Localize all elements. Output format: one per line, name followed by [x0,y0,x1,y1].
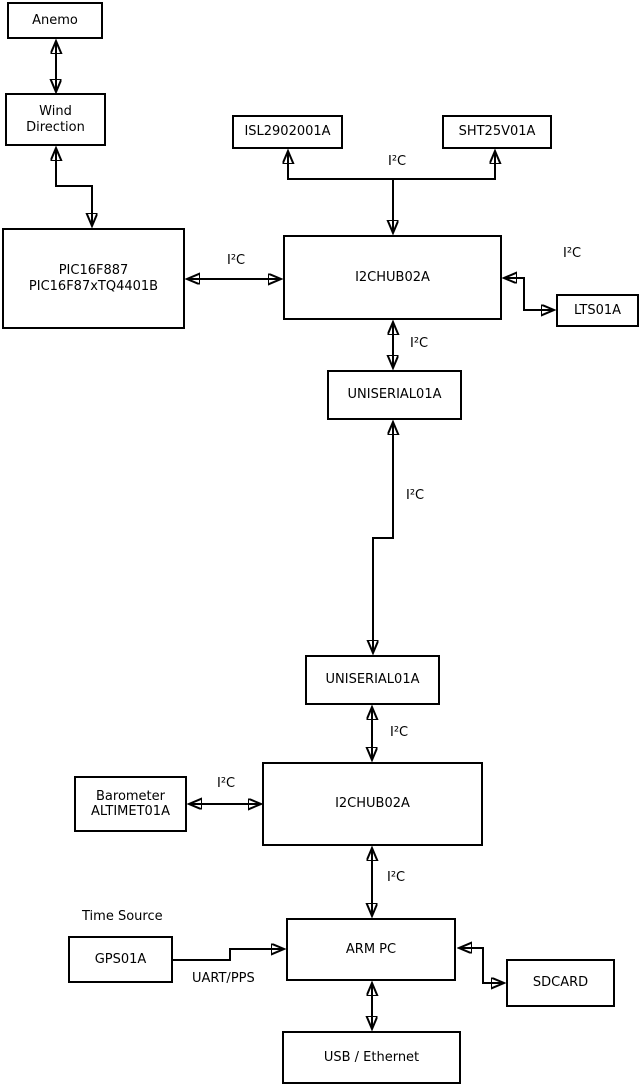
edge-label-i2c-sensors-bus: I²C [388,154,407,169]
node-isl2902001a-label: ISL2902001A [244,124,331,140]
edge-hub-upper-lts01a [504,278,554,310]
node-i2chub-lower: I2CHUB02A [262,762,483,846]
node-arm-pc-label: ARM PC [345,941,397,957]
edge-label-i2c-hub-uniserial: I²C [410,336,429,351]
node-pic16f887-label-line2: PIC16F87xTQ4401B [28,278,159,294]
node-gps01a-label: GPS01A [94,951,147,967]
node-uniserial-lower: UNISERIAL01A [305,655,440,705]
edge-label-i2c-hub-lts: I²C [563,246,582,261]
node-gps01a: GPS01A [68,936,173,983]
edge-label-i2c-hub2-armpc: I²C [387,870,406,885]
node-pic16f887-label-line1: PIC16F887 [58,263,129,279]
edge-wind-direction-pic [56,148,92,226]
node-i2chub-lower-label: I2CHUB02A [335,796,410,812]
node-barometer-label-line2: ALTIMET01A [91,804,170,819]
node-uniserial-upper-label: UNISERIAL01A [347,387,442,403]
edge-armpc-sdcard [459,948,504,983]
node-sdcard: SDCARD [506,959,615,1007]
node-i2chub-upper: I2CHUB02A [283,235,502,320]
node-sht25v01a: SHT25V01A [442,115,552,149]
edge-label-i2c-uniserial-hub2: I²C [390,725,409,740]
node-anemo-label: Anemo [32,12,78,28]
node-anemo: Anemo [7,2,103,39]
node-lts01a: LTS01A [556,294,639,327]
node-wind-direction-label-line2: Direction [26,119,85,135]
node-lts01a-label: LTS01A [573,302,622,318]
node-arm-pc: ARM PC [286,918,456,981]
edge-i2c-bus-isl-sht [288,151,495,180]
edge-label-uart-pps: UART/PPS [192,971,255,986]
edge-gps-armpc [173,949,284,961]
node-sht25v01a-label: SHT25V01A [458,124,536,140]
node-usb-ethernet-label: USB / Ethernet [323,1049,420,1065]
node-pic16f887: PIC16F887 PIC16F87xTQ4401B [2,228,185,329]
node-sdcard-label: SDCARD [532,975,589,991]
edge-label-i2c-barometer-hub2: I²C [217,776,236,791]
node-uniserial-lower-label: UNISERIAL01A [325,672,420,688]
node-isl2902001a: ISL2902001A [232,115,343,149]
edge-label-i2c-pic-hub: I²C [227,253,246,268]
edge-label-time-source: Time Source [82,909,163,924]
node-barometer-label-line1: Barometer [96,788,165,804]
node-uniserial-upper: UNISERIAL01A [327,370,462,420]
edge-uniserial-upper-uniserial-lower [373,422,393,653]
node-wind-direction-label-line1: Wind [39,104,72,120]
node-barometer: Barometer ALTIMET01A [74,776,187,832]
edge-label-i2c-uniserial-link: I²C [406,488,425,503]
node-usb-ethernet: USB / Ethernet [282,1031,461,1084]
node-wind-direction: Wind Direction [5,93,106,146]
node-i2chub-upper-label: I2CHUB02A [355,269,430,285]
